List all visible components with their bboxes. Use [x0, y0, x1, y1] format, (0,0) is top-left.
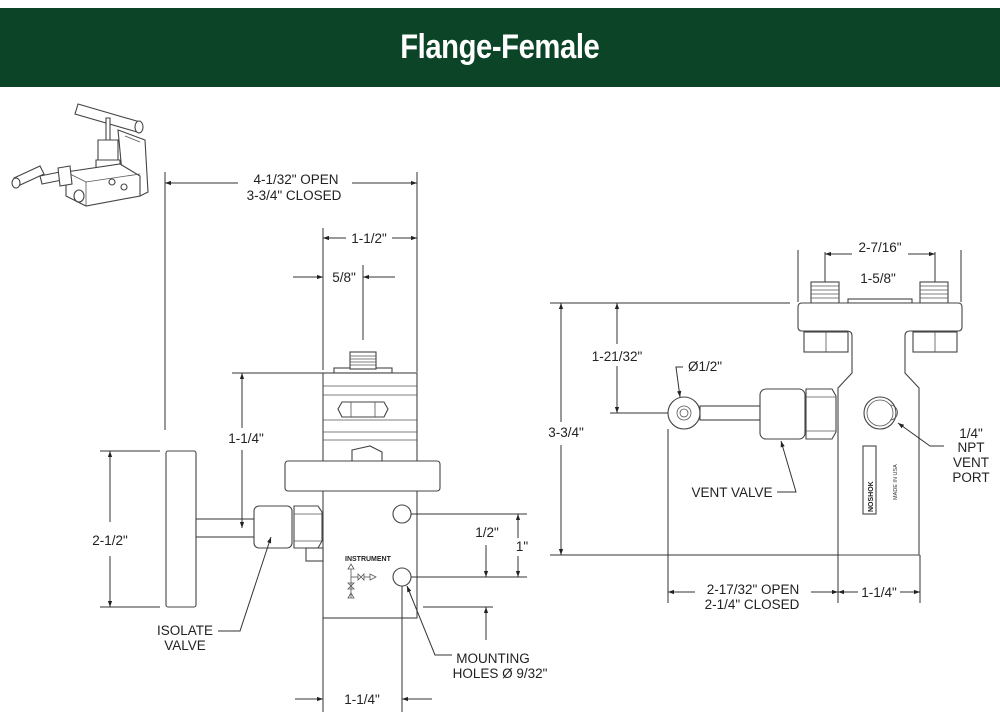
made-in-label: MADE IN USA	[893, 464, 899, 500]
dim-vent-width-closed: 2-1/4" CLOSED	[705, 597, 800, 612]
dim-vent-width-open: 2-17/32" OPEN	[707, 582, 800, 597]
label-npt-4: PORT	[952, 470, 989, 485]
dim-handle-length: 2-1/2"	[92, 533, 128, 548]
dim-overall-width-closed: 3-3/4" CLOSED	[247, 188, 342, 203]
side-view: 2-7/16" 1-5/8" NOSHOK MADE IN USA	[548, 240, 989, 612]
label-mounting-holes-2: HOLES Ø 9/32"	[453, 666, 548, 681]
brand-label: NOSHOK	[868, 481, 875, 512]
label-npt-3: VENT	[953, 455, 989, 470]
dim-port-width: 5/8"	[332, 270, 356, 285]
isometric-view	[11, 103, 149, 207]
header-banner: Flange-Female	[0, 8, 1000, 87]
dim-overall-height: 3-3/4"	[548, 425, 584, 440]
dim-vent-height: 1-21/32"	[592, 349, 643, 364]
dim-port-spacing-inner: 1-5/8"	[860, 271, 896, 286]
dim-overall-width-open: 4-1/32" OPEN	[253, 172, 338, 187]
valve-schematic-icon	[347, 563, 377, 599]
front-view: 4-1/32" OPEN 3-3/4" CLOSED 1-1/2" 5/8"	[92, 172, 548, 712]
dim-hole-spacing: 1"	[516, 539, 529, 554]
instrument-label: INSTRUMENT	[345, 556, 392, 563]
label-npt-1: 1/4"	[959, 426, 983, 441]
dim-body-depth: 1-1/4"	[861, 585, 897, 600]
label-npt-2: NPT	[958, 440, 985, 455]
page-title: Flange-Female	[400, 28, 600, 66]
dim-handle-offset: 1-1/4"	[228, 431, 264, 446]
label-isolate-valve-2: VALVE	[164, 638, 206, 653]
dim-body-width: 1-1/2"	[351, 231, 387, 246]
dim-hole-offset: 1/2"	[475, 525, 499, 540]
label-mounting-holes-1: MOUNTING	[456, 651, 530, 666]
dim-vent-handle-dia: Ø1/2"	[688, 359, 722, 374]
dim-bottom-width: 1-1/4"	[344, 692, 380, 707]
label-isolate-valve-1: ISOLATE	[157, 623, 213, 638]
dim-port-spacing-outer: 2-7/16"	[858, 240, 901, 255]
label-vent-valve: VENT VALVE	[691, 485, 772, 500]
